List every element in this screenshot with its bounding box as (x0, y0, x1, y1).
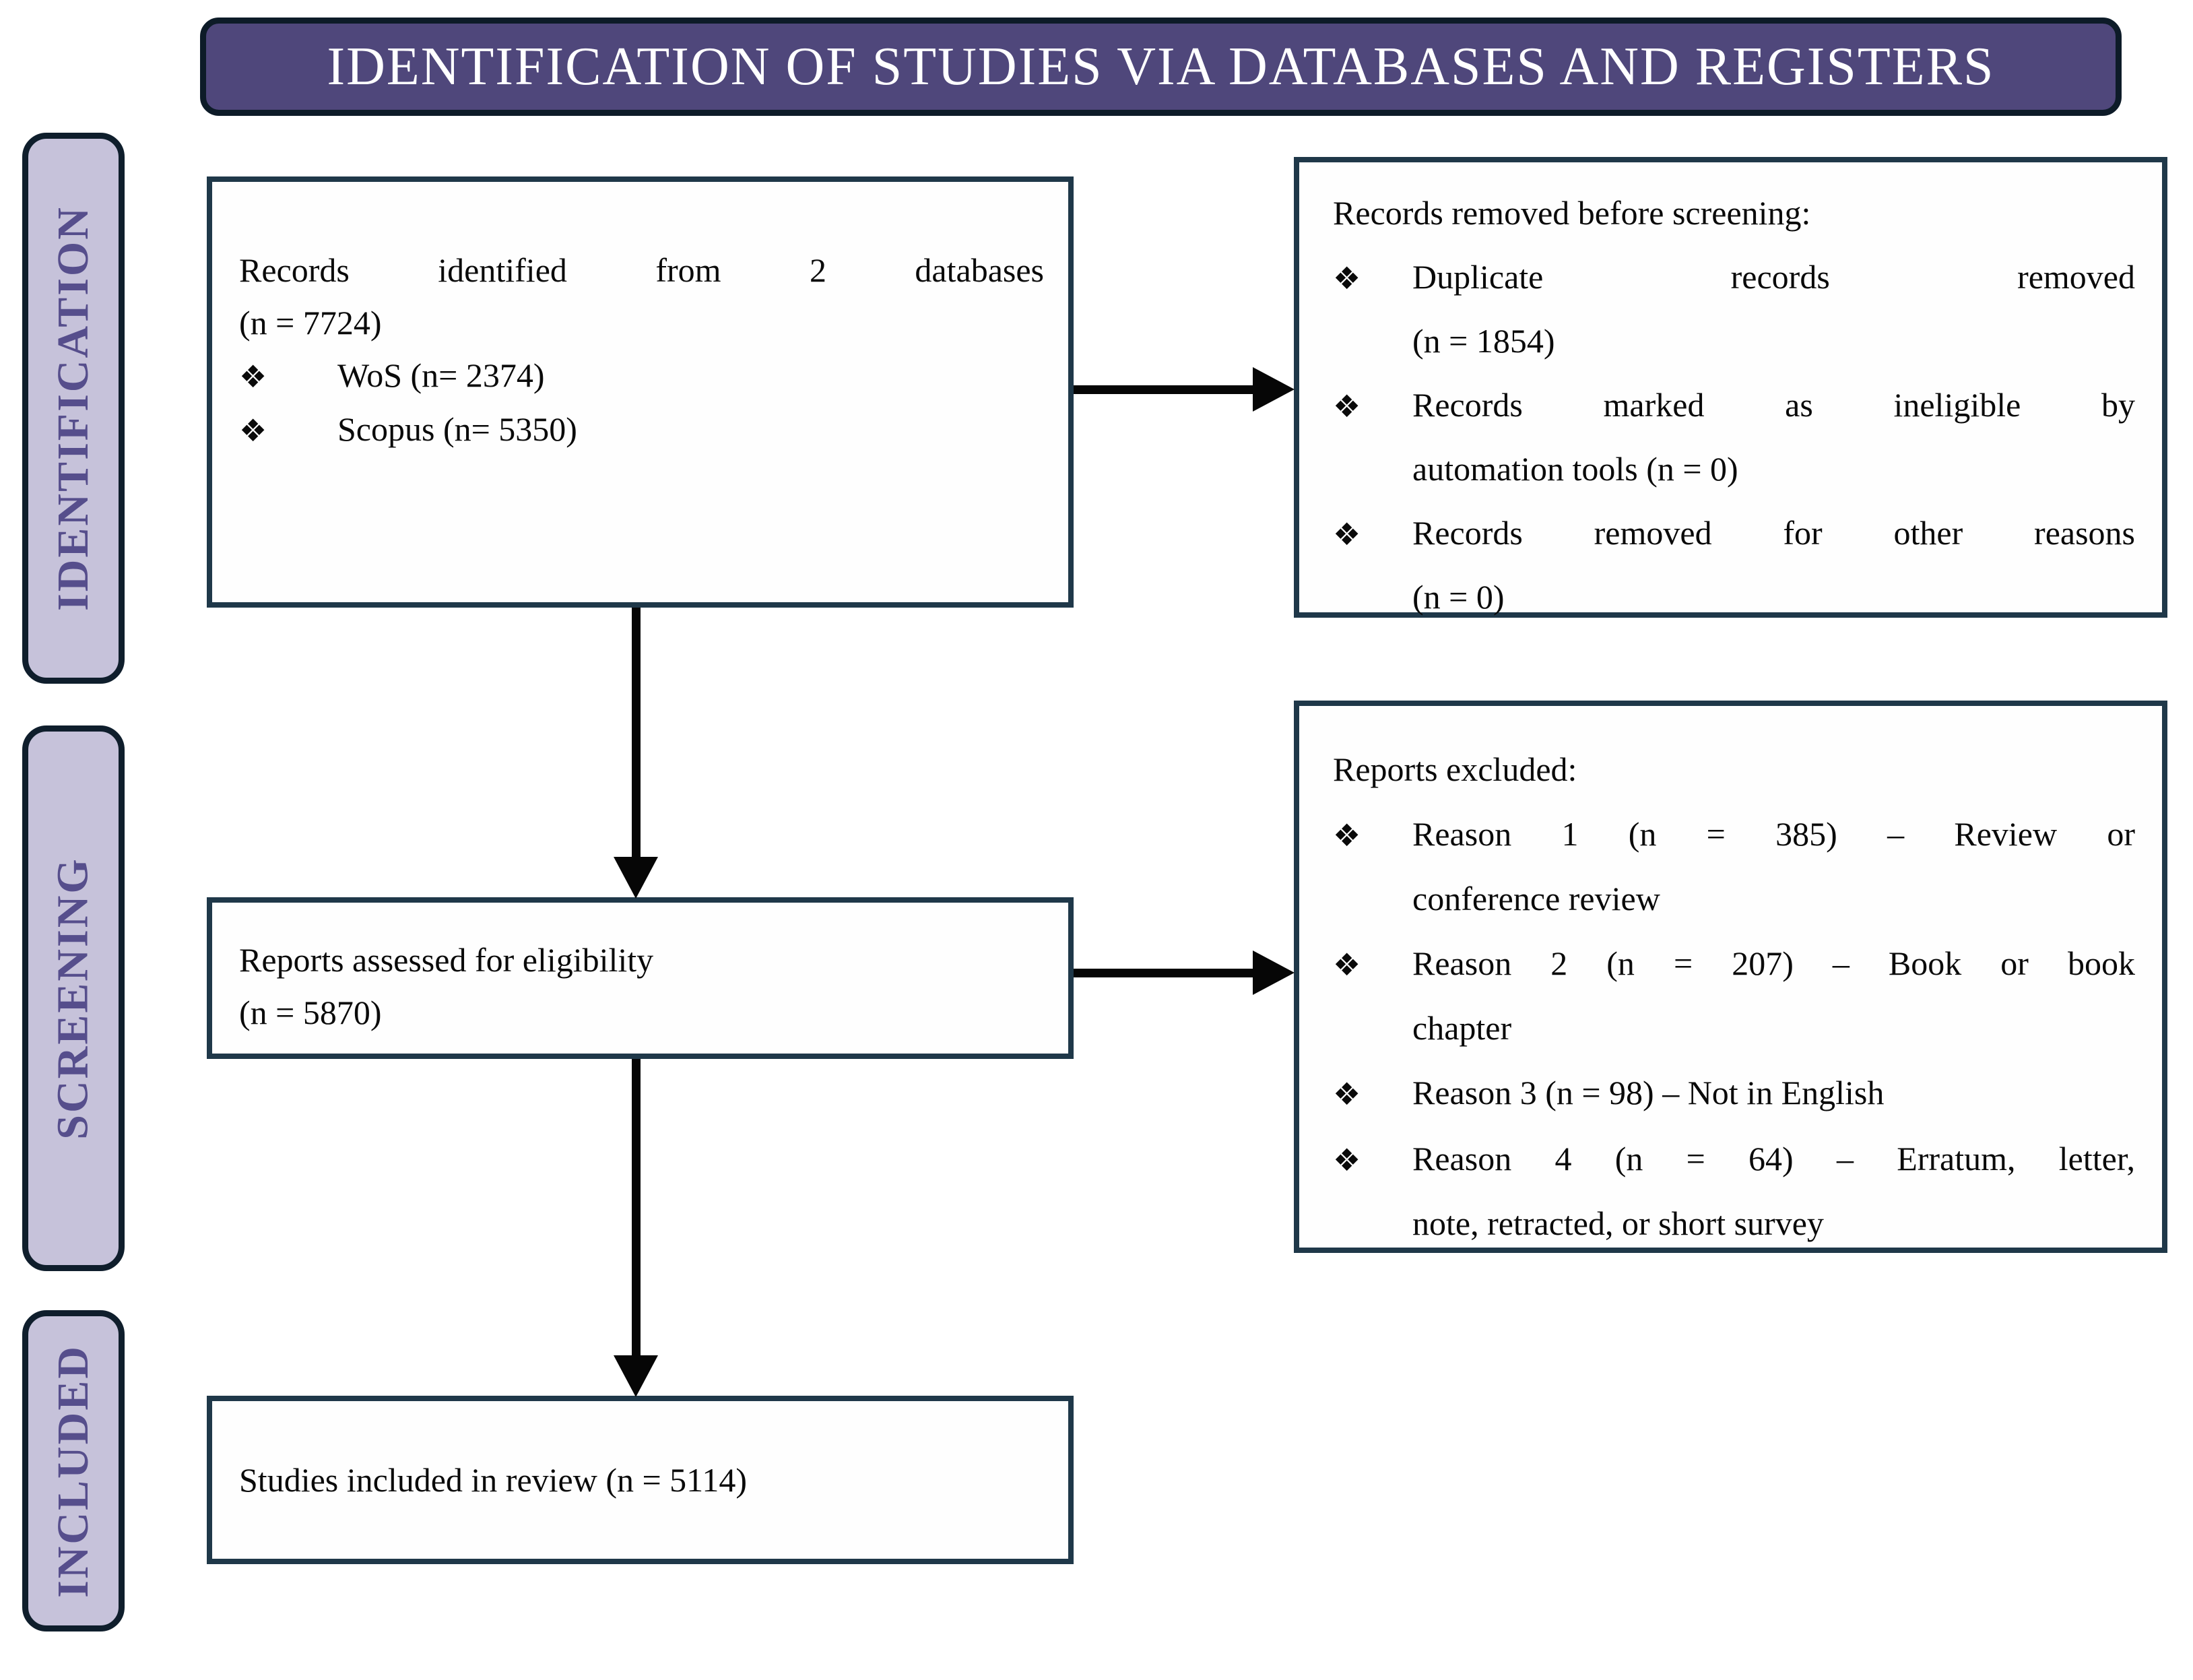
list-item-other-reasons-line2: (n = 0) (1412, 578, 1505, 616)
box-reports-excluded: Reports excluded: ❖ Reason 1 (n = 385) –… (1294, 701, 2167, 1253)
diamond-bullet-icon: ❖ (239, 358, 267, 395)
reports-assessed-line1: Reports assessed for eligibility (239, 941, 654, 979)
list-item-reason3: ❖ Reason 3 (n = 98) – Not in English (1333, 1060, 2135, 1126)
list-item-duplicates: ❖ Duplicate records removed (n = 1854) (1333, 245, 2135, 373)
list-item-scopus-text: Scopus (n= 5350) (337, 410, 577, 448)
list-item-duplicates-line1: Duplicate records removed (1412, 258, 2135, 296)
diamond-bullet-icon: ❖ (1333, 946, 1361, 983)
list-item-reason4-line1: Reason 4 (n = 64) – Erratum, letter, (1412, 1140, 2135, 1177)
list-item-reason2-line2: chapter (1412, 1009, 1512, 1047)
list-item-ineligible-line1: Records marked as ineligible by (1412, 386, 2135, 424)
list-item-ineligible-line2: automation tools (n = 0) (1412, 450, 1738, 488)
diamond-bullet-icon: ❖ (1333, 1142, 1361, 1178)
list-item-reason1: ❖ Reason 1 (n = 385) – Review or confere… (1333, 802, 2135, 931)
box-records-identified: Records identified from 2 databases (n =… (207, 176, 1074, 608)
diamond-bullet-icon: ❖ (1333, 388, 1361, 424)
list-item-reason1-line1: Reason 1 (n = 385) – Review or (1412, 815, 2135, 853)
reports-excluded-header: Reports excluded: (1333, 750, 1577, 788)
diamond-bullet-icon: ❖ (1333, 516, 1361, 552)
box-reports-assessed: Reports assessed for eligibility (n = 58… (207, 897, 1074, 1059)
list-item-reason3-line1: Reason 3 (n = 98) – Not in English (1412, 1074, 1885, 1111)
title-text: IDENTIFICATION OF STUDIES VIA DATABASES … (327, 36, 1995, 96)
records-removed-header: Records removed before screening: (1333, 194, 1811, 232)
list-item-ineligible: ❖ Records marked as ineligible by automa… (1333, 373, 2135, 501)
stage-label-included-text: INCLUDED (48, 1344, 98, 1598)
studies-included-line1: Studies included in review (n = 5114) (239, 1461, 747, 1499)
list-item-scopus: ❖ Scopus (n= 5350) (239, 403, 1044, 457)
list-item-reason4-line2: note, retracted, or short survey (1412, 1204, 1824, 1242)
list-item-reason2: ❖ Reason 2 (n = 207) – Book or book chap… (1333, 931, 2135, 1060)
box-records-removed: Records removed before screening: ❖ Dupl… (1294, 157, 2167, 618)
diamond-bullet-icon: ❖ (1333, 260, 1361, 296)
stage-label-screening: SCREENING (22, 725, 125, 1271)
list-item-reason4: ❖ Reason 4 (n = 64) – Erratum, letter, n… (1333, 1126, 2135, 1256)
list-item-wos: ❖ WoS (n= 2374) (239, 349, 1044, 403)
diamond-bullet-icon: ❖ (1333, 817, 1361, 853)
records-identified-line1: Records identified from 2 databases (239, 251, 1044, 289)
list-item-other-reasons: ❖ Records removed for other reasons (n =… (1333, 501, 2135, 629)
stage-label-identification-text: IDENTIFICATION (48, 205, 98, 611)
reports-assessed-line2: (n = 5870) (239, 994, 382, 1031)
title-banner: IDENTIFICATION OF STUDIES VIA DATABASES … (200, 18, 2122, 116)
list-item-wos-text: WoS (n= 2374) (337, 356, 545, 394)
list-item-duplicates-line2: (n = 1854) (1412, 322, 1555, 360)
list-item-reason2-line1: Reason 2 (n = 207) – Book or book (1412, 944, 2135, 982)
box-studies-included: Studies included in review (n = 5114) (207, 1396, 1074, 1564)
list-item-reason1-line2: conference review (1412, 880, 1660, 917)
stage-label-screening-text: SCREENING (48, 857, 98, 1140)
diamond-bullet-icon: ❖ (1333, 1076, 1361, 1112)
records-identified-line2: (n = 7724) (239, 304, 382, 342)
stage-label-included: INCLUDED (22, 1310, 125, 1631)
diamond-bullet-icon: ❖ (239, 412, 267, 449)
list-item-other-reasons-line1: Records removed for other reasons (1412, 514, 2135, 552)
stage-label-identification: IDENTIFICATION (22, 133, 125, 684)
